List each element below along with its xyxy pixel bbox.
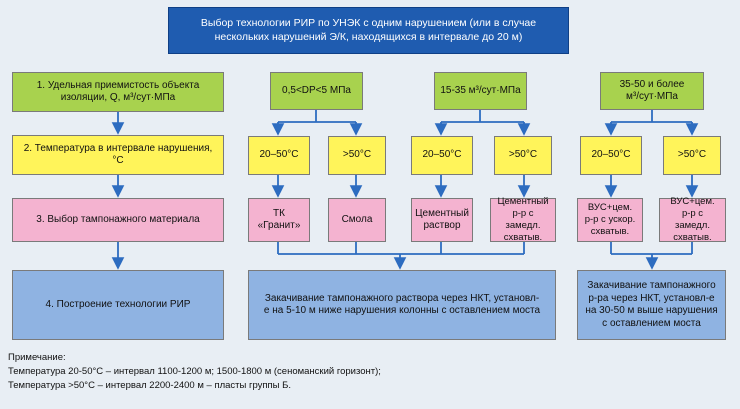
material-box-4: Цементный р-р с замедл. схватыв. [490,196,556,243]
technology-box-1: Закачивание тампонажного раствора через … [248,270,556,340]
temp-box-3: 20–50°С [411,136,473,175]
range-box-2: 15-35 м³/сут·МПа [434,72,527,110]
note-line-2: Температура >50°С – интервал 2200-2400 м… [8,380,292,391]
note-line-1: Температура 20-50°С – интервал 1100-1200… [8,366,381,377]
material-box-2: Смола [328,198,386,242]
range-box-1: 0,5<DP<5 МПа [270,72,363,110]
row3-label: 3. Выбор тампонажного материала [12,198,224,242]
range-box-3: 35-50 и более м³/сут·МПа [600,72,704,110]
material-box-3: Цементный раствор [411,198,473,242]
temp-box-5: 20–50°С [580,136,642,175]
temp-box-1: 20–50°С [248,136,310,175]
material-box-6: ВУС+цем. р-р с замедл. схватыв. [659,196,726,243]
row2-label: 2. Температура в интервале нарушения, °С [12,135,224,175]
row4-label: 4. Построение технологии РИР [12,270,224,340]
technology-box-2: Закачивание тампонажного р-ра через НКТ,… [577,270,726,340]
material-box-1: ТК «Гранит» [248,198,310,242]
note-heading: Примечание: [8,352,66,363]
temp-box-4: >50°С [494,136,552,175]
temp-box-2: >50°С [328,136,386,175]
material-box-5: ВУС+цем. р-р с ускор. схватыв. [577,198,643,242]
row1-label: 1. Удельная приемистость объекта изоляци… [12,72,224,112]
diagram-title: Выбор технологии РИР по УНЭК с одним нар… [168,7,569,54]
temp-box-6: >50°С [663,136,721,175]
